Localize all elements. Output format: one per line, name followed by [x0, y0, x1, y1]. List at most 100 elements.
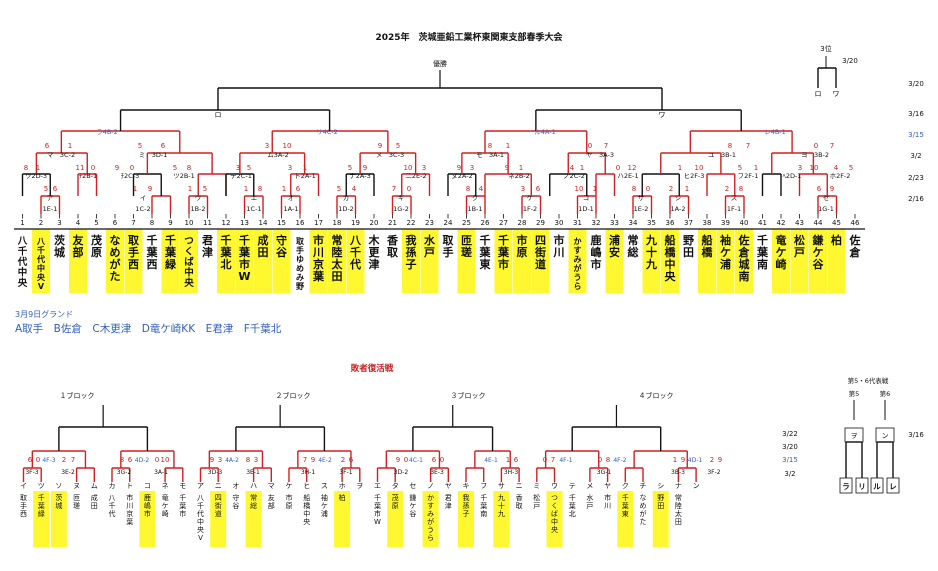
- consolation-score: 2: [62, 456, 66, 464]
- match-label: ナ2A-3: [349, 172, 370, 180]
- consolation-team: 部: [268, 501, 275, 510]
- score: 9: [457, 164, 461, 172]
- team-name: 市: [239, 257, 250, 271]
- team-name: 茨: [54, 233, 65, 247]
- score: 1: [244, 185, 248, 193]
- match-label: キ: [398, 194, 405, 202]
- team-number: 26: [481, 219, 490, 227]
- score: 1: [685, 185, 689, 193]
- consolation-match-label: 3F-2: [707, 469, 720, 476]
- team-name: 京: [313, 257, 324, 271]
- match-label: ム3A-2: [267, 151, 288, 159]
- consolation-team: 津: [445, 502, 452, 510]
- score: 4: [834, 164, 839, 172]
- consolation-team: 茨: [55, 493, 62, 502]
- team-name: 取: [387, 246, 398, 259]
- team-cell-bg: [124, 229, 143, 293]
- consolation-slot: ホ: [339, 482, 346, 490]
- consolation-score: 6: [432, 456, 437, 464]
- match-label: 1A-1: [284, 205, 299, 213]
- consolation-score: 1: [673, 456, 677, 464]
- team-cell-bg: [402, 229, 420, 293]
- team-name: 佐: [849, 233, 861, 247]
- score: 8: [488, 142, 492, 150]
- team-name: 野: [296, 282, 304, 291]
- team-cell-bg: [32, 229, 50, 293]
- score: 0: [814, 142, 818, 150]
- consolation-match-label: 3H-1: [301, 469, 315, 476]
- match-label: 1C-1: [246, 205, 261, 213]
- team-name: 守: [276, 233, 287, 247]
- team-name: 常: [628, 233, 639, 247]
- score: 5: [203, 185, 207, 193]
- consolation-team: な: [640, 494, 647, 502]
- consolation-score: 7: [303, 456, 307, 464]
- round-date: 3/2: [910, 152, 921, 160]
- team-name: 安: [609, 245, 620, 259]
- consolation-team: 成: [91, 493, 98, 502]
- team-number: 25: [462, 219, 471, 227]
- consolation-team: 葉: [569, 501, 576, 510]
- semifinal-slot: ロ: [215, 111, 222, 119]
- team-number: 29: [536, 219, 545, 227]
- block-label: ２ブロック: [276, 391, 311, 400]
- score: 12: [628, 164, 637, 172]
- consolation-score: 9: [311, 456, 315, 464]
- consolation-slot: マ: [268, 482, 275, 490]
- team-name: み: [296, 273, 304, 282]
- team-number: 7: [131, 219, 135, 227]
- score: 9: [115, 164, 119, 172]
- consolation-score: 0: [36, 456, 40, 464]
- consolation-team: 千: [569, 493, 576, 502]
- team-name: 香: [386, 233, 399, 247]
- score: 4: [570, 164, 575, 172]
- consolation-score: 0: [440, 456, 444, 464]
- team-cell-bg: [809, 229, 827, 293]
- consolation-slot: ム: [91, 482, 98, 490]
- team-name: 松: [794, 233, 805, 247]
- score: 8: [187, 164, 191, 172]
- team-name: 取: [128, 234, 139, 247]
- consolation-slot: サ: [498, 482, 505, 490]
- consolation-team: 川: [126, 502, 133, 510]
- consolation-team: 水: [586, 493, 593, 502]
- match-label: モ 3A-1: [476, 151, 504, 159]
- score: 8: [258, 185, 262, 193]
- consolation-slot: カ: [109, 482, 116, 490]
- match-label: テ2C-1: [230, 172, 252, 180]
- team-cell-bg: [790, 229, 809, 293]
- team-number: 18: [333, 219, 342, 227]
- match-label: ト2A-1: [294, 172, 315, 180]
- consolation-team-bg: [458, 491, 474, 547]
- consolation-slot: ノ: [427, 482, 434, 490]
- match-label: 1D-1: [578, 205, 594, 213]
- consolation-score: 3: [254, 456, 258, 464]
- consolation-score: 9: [718, 456, 722, 464]
- team-cell-bg: [328, 229, 346, 293]
- consolation-team: 谷: [409, 509, 416, 518]
- consolation-match-label: 4C-1: [409, 457, 423, 464]
- team-name: が: [110, 257, 121, 271]
- team-number: 14: [259, 219, 268, 227]
- round-date: 2/16: [908, 195, 924, 203]
- consolation-team: 総: [250, 501, 257, 510]
- team-number: 1: [20, 219, 24, 227]
- team-number: 11: [203, 219, 212, 227]
- consolation-match-label: 3F-1: [339, 469, 352, 476]
- match-label: 1G-1: [818, 205, 834, 213]
- consolation-slot: ス: [321, 482, 328, 490]
- team-name: め: [296, 264, 304, 273]
- consolation-match-label: 3E-3: [430, 469, 444, 476]
- consolation-score: 9: [210, 456, 214, 464]
- consolation-slot: メ: [586, 482, 593, 490]
- team-number: 37: [684, 219, 693, 227]
- match-label: ユ 3B-1: [708, 151, 736, 159]
- consolation-match-label: 3H-3: [504, 469, 518, 476]
- score: 0: [588, 142, 592, 150]
- team-name: 川: [312, 246, 324, 259]
- consolation-team: 常: [250, 493, 257, 502]
- match-label: ハ2E-1: [617, 172, 638, 180]
- consolation-team: 代: [197, 509, 204, 518]
- consolation-slot: セ: [409, 482, 416, 490]
- consolation-team: 北: [569, 510, 576, 518]
